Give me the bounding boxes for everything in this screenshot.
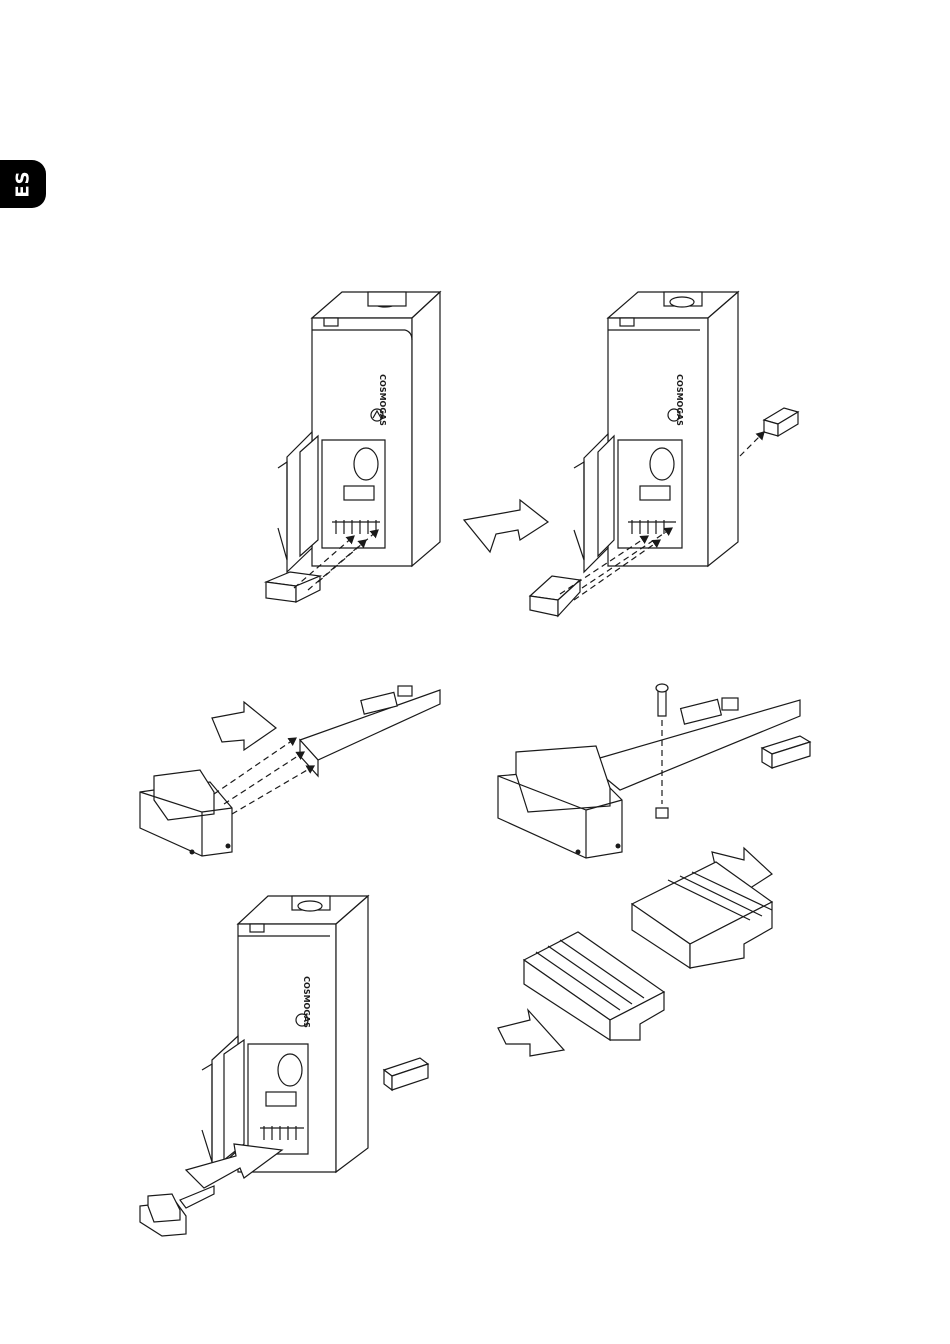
removed-connector bbox=[764, 408, 798, 436]
board-assembly-small bbox=[140, 1186, 214, 1236]
brand-logo-text: COSMOGAS bbox=[378, 374, 387, 426]
brand-logo-text-2: COSMOGAS bbox=[675, 374, 684, 426]
removed-drawer-2 bbox=[530, 576, 580, 616]
terminal-block-large-2 bbox=[524, 932, 664, 1040]
step-2-figure: COSMOGAS bbox=[530, 292, 798, 616]
transition-arrow-icon bbox=[464, 500, 548, 552]
direction-arrow-icon-3 bbox=[498, 1010, 564, 1056]
step-3-figure bbox=[140, 686, 440, 856]
brand-logo-text-3: COSMOGAS bbox=[302, 976, 311, 1028]
direction-arrow-icon bbox=[212, 702, 276, 750]
step-1-figure: COSMOGAS bbox=[266, 292, 440, 602]
step-4-figure bbox=[498, 684, 810, 1056]
step-5-figure: COSMOGAS bbox=[140, 896, 428, 1236]
connector-block-bottom bbox=[384, 1058, 428, 1090]
combustion-chamber bbox=[322, 440, 385, 548]
small-terminal-block bbox=[762, 736, 810, 768]
